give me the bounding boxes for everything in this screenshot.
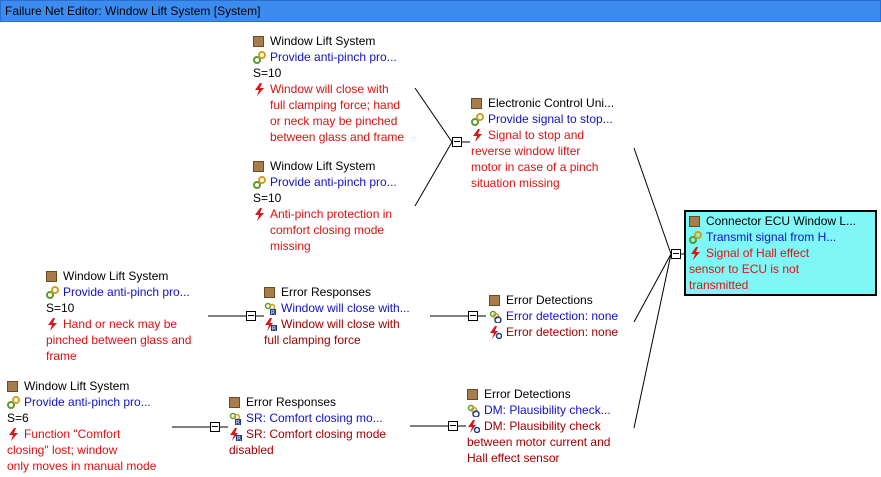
severity-text: S=10 (253, 191, 282, 205)
failure-net-canvas[interactable]: Window Lift System Provide anti-pinch pr… (0, 22, 881, 477)
node-error-responses-1[interactable]: Error Responses R Window will close with.… (264, 284, 410, 348)
function-link-icon (471, 112, 484, 126)
severity-text: S=6 (7, 411, 29, 425)
lightning-icon (255, 208, 264, 221)
failure-text: SR: Comfort closing mode disabled (229, 427, 387, 457)
lightning-icon (48, 318, 57, 331)
brown-square-icon (471, 97, 482, 109)
node-title: Electronic Control Uni... (488, 96, 615, 110)
failure-text: Error detection: none (506, 325, 619, 339)
lightning-detection-icon (490, 325, 502, 339)
node-title: Window Lift System (270, 34, 376, 48)
svg-text:R: R (272, 326, 276, 332)
lightning-icon (473, 129, 482, 142)
function-link-icon (46, 285, 59, 299)
node-title: Error Detections (506, 293, 593, 307)
failure-text: Window will close with full clamping for… (270, 82, 405, 144)
severity-text: S=10 (253, 66, 282, 80)
lightning-response-icon: R (230, 428, 242, 442)
lightning-response-icon: R (265, 318, 277, 332)
link-ed1-connector (633, 253, 672, 323)
svg-text:R: R (236, 419, 240, 425)
node-title: Connector ECU Window L... (706, 214, 857, 228)
brown-square-icon (46, 270, 57, 282)
collapse-box-ed1[interactable] (468, 311, 478, 321)
failure-text: Hand or neck may be pinched between glas… (46, 317, 192, 363)
response-icon: R (264, 302, 276, 315)
brown-square-icon (489, 294, 500, 306)
link-wls1-ecu (414, 87, 453, 143)
link-ed2-connector (633, 253, 672, 429)
function-text: Provide anti-pinch pro... (24, 395, 151, 409)
svg-text:R: R (237, 436, 241, 442)
lightning-icon (691, 247, 700, 260)
function-text: Provide anti-pinch pro... (270, 175, 397, 189)
window-title: Failure Net Editor: Window Lift System [… (5, 4, 261, 18)
node-title: Window Lift System (270, 159, 376, 173)
window-title-bar: Failure Net Editor: Window Lift System [… (0, 0, 881, 22)
link-wls2-ecu (414, 141, 453, 207)
brown-square-icon (253, 35, 264, 47)
brown-square-icon (264, 286, 275, 298)
brown-square-icon (467, 388, 478, 400)
node-error-responses-2[interactable]: Error Responses R SR: Comfort closing mo.… (229, 394, 386, 458)
response-text: SR: Comfort closing mo... (246, 411, 383, 425)
brown-square-icon (7, 380, 18, 392)
lightning-icon (9, 428, 18, 441)
connection-lines (172, 87, 689, 429)
node-window-lift-system-1[interactable]: Window Lift System Provide anti-pinch pr… (253, 33, 404, 145)
brown-square-icon (229, 396, 240, 408)
lightning-icon (255, 83, 264, 96)
severity-text: S=10 (46, 301, 75, 315)
function-link-icon (689, 230, 702, 244)
node-connector-ecu-window-lifter[interactable]: Connector ECU Window L... Transmit signa… (684, 210, 877, 296)
node-title: Window Lift System (63, 269, 169, 283)
collapse-box-er1[interactable] (246, 311, 256, 321)
node-title: Error Responses (246, 395, 337, 409)
node-title: Window Lift System (24, 379, 130, 393)
collapse-box-er2[interactable] (210, 422, 220, 432)
node-error-detections-1[interactable]: Error Detections Error detection: none E… (489, 292, 618, 340)
failure-text: Window will close with full clamping for… (264, 317, 400, 347)
function-text: Provide signal to stop... (488, 112, 613, 126)
link-ecu-connector (633, 147, 672, 255)
node-electronic-control-unit[interactable]: Electronic Control Uni... Provide signal… (471, 95, 614, 191)
node-error-detections-2[interactable]: Error Detections DM: Plausibility check.… (467, 386, 611, 466)
detection-text: Error detection: none (506, 309, 619, 323)
lightning-detection-icon (468, 420, 480, 433)
function-link-icon (253, 175, 266, 189)
brown-square-icon (253, 160, 264, 172)
function-link-icon (7, 395, 20, 409)
detection-icon (467, 404, 480, 417)
failure-text: DM: Plausibility check between motor cur… (467, 419, 611, 465)
node-window-lift-system-3[interactable]: Window Lift System Provide anti-pinch pr… (46, 268, 191, 364)
response-text: Window will close with... (281, 301, 410, 315)
failure-text: Function "Comfort closing" lost; window … (7, 427, 157, 473)
brown-square-icon (689, 215, 700, 227)
function-text: Provide anti-pinch pro... (63, 285, 190, 299)
svg-text:R: R (271, 309, 275, 315)
detection-text: DM: Plausibility check... (484, 403, 611, 417)
function-link-icon (253, 50, 266, 64)
node-title: Error Detections (484, 387, 571, 401)
detection-icon (489, 310, 502, 323)
function-text: Transmit signal from H... (706, 230, 837, 244)
node-title: Error Responses (281, 285, 372, 299)
node-window-lift-system-2[interactable]: Window Lift System Provide anti-pinch pr… (253, 158, 397, 254)
function-text: Provide anti-pinch pro... (270, 50, 397, 64)
collapse-box-ed2[interactable] (448, 421, 458, 431)
failure-text: Signal of Hall effect sensor to ECU is n… (689, 246, 810, 292)
node-window-lift-system-4[interactable]: Window Lift System Provide anti-pinch pr… (7, 378, 156, 474)
response-icon: R (229, 412, 241, 425)
collapse-box-connector[interactable] (671, 249, 681, 259)
failure-text: Signal to stop and reverse window lifter… (471, 128, 599, 190)
failure-text: Anti-pinch protection in comfort closing… (270, 207, 393, 253)
collapse-box-ecu[interactable] (452, 137, 462, 147)
